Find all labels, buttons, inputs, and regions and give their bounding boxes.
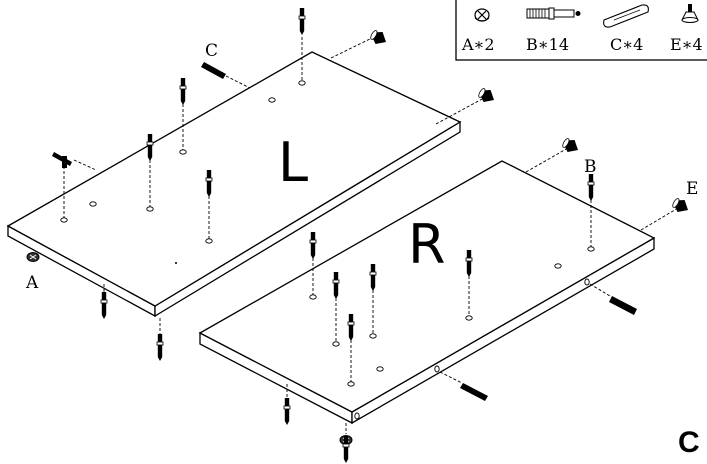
panel-right-label: R (408, 213, 446, 276)
cam-bolt-icon (283, 397, 291, 426)
cam-bolt-icon (369, 263, 377, 292)
wooden-dowel-icon (603, 4, 649, 28)
leveler-foot-icon (560, 135, 582, 157)
callout-a: A (25, 273, 39, 293)
cam-bolt-icon (205, 169, 213, 198)
step-label: C (678, 426, 700, 459)
cam-bolt-icon (156, 333, 164, 362)
wooden-dowel-icon (201, 62, 226, 79)
cam-lock-icon (26, 252, 40, 262)
callout-b: B (584, 157, 597, 177)
legend-label-c: C∗4 (610, 35, 643, 54)
panel-left-label: L (278, 131, 308, 194)
cam-bolt-icon (100, 291, 108, 320)
wooden-dowel-icon (460, 383, 488, 401)
legend-label-e: E∗4 (670, 35, 703, 54)
cam-bolt-icon (309, 231, 317, 260)
legend-label-b: B∗14 (526, 35, 569, 54)
parts-legend: A∗2 B∗14 C∗4 E∗4 (455, 0, 707, 61)
leveler-foot-icon (368, 27, 390, 49)
panel-left: L (6, 51, 462, 318)
callout-c: C (205, 41, 218, 61)
callout-e: E (686, 179, 698, 199)
cam-bolt-icon (465, 249, 473, 278)
cam-bolt-icon (146, 133, 154, 162)
leveler-foot-icon (476, 85, 498, 107)
right-panel-fasteners (283, 135, 692, 464)
cam-bolt-icon (347, 313, 355, 342)
cam-bolt-icon (526, 7, 581, 20)
cam-bolt-icon (52, 152, 72, 168)
cam-bolt-icon (298, 7, 306, 36)
wooden-dowel-icon (609, 296, 637, 315)
cam-bolt-icon (179, 77, 187, 106)
panel-right: R (198, 160, 656, 425)
cam-bolt-icon (332, 271, 340, 300)
left-panel-fasteners (26, 7, 498, 362)
leveler-foot-icon (681, 4, 699, 23)
cam-bolt-icon (587, 173, 595, 202)
cam-lock-icon (474, 8, 490, 22)
cam-bolt-icon (342, 435, 350, 464)
legend-label-a: A∗2 (461, 35, 495, 54)
